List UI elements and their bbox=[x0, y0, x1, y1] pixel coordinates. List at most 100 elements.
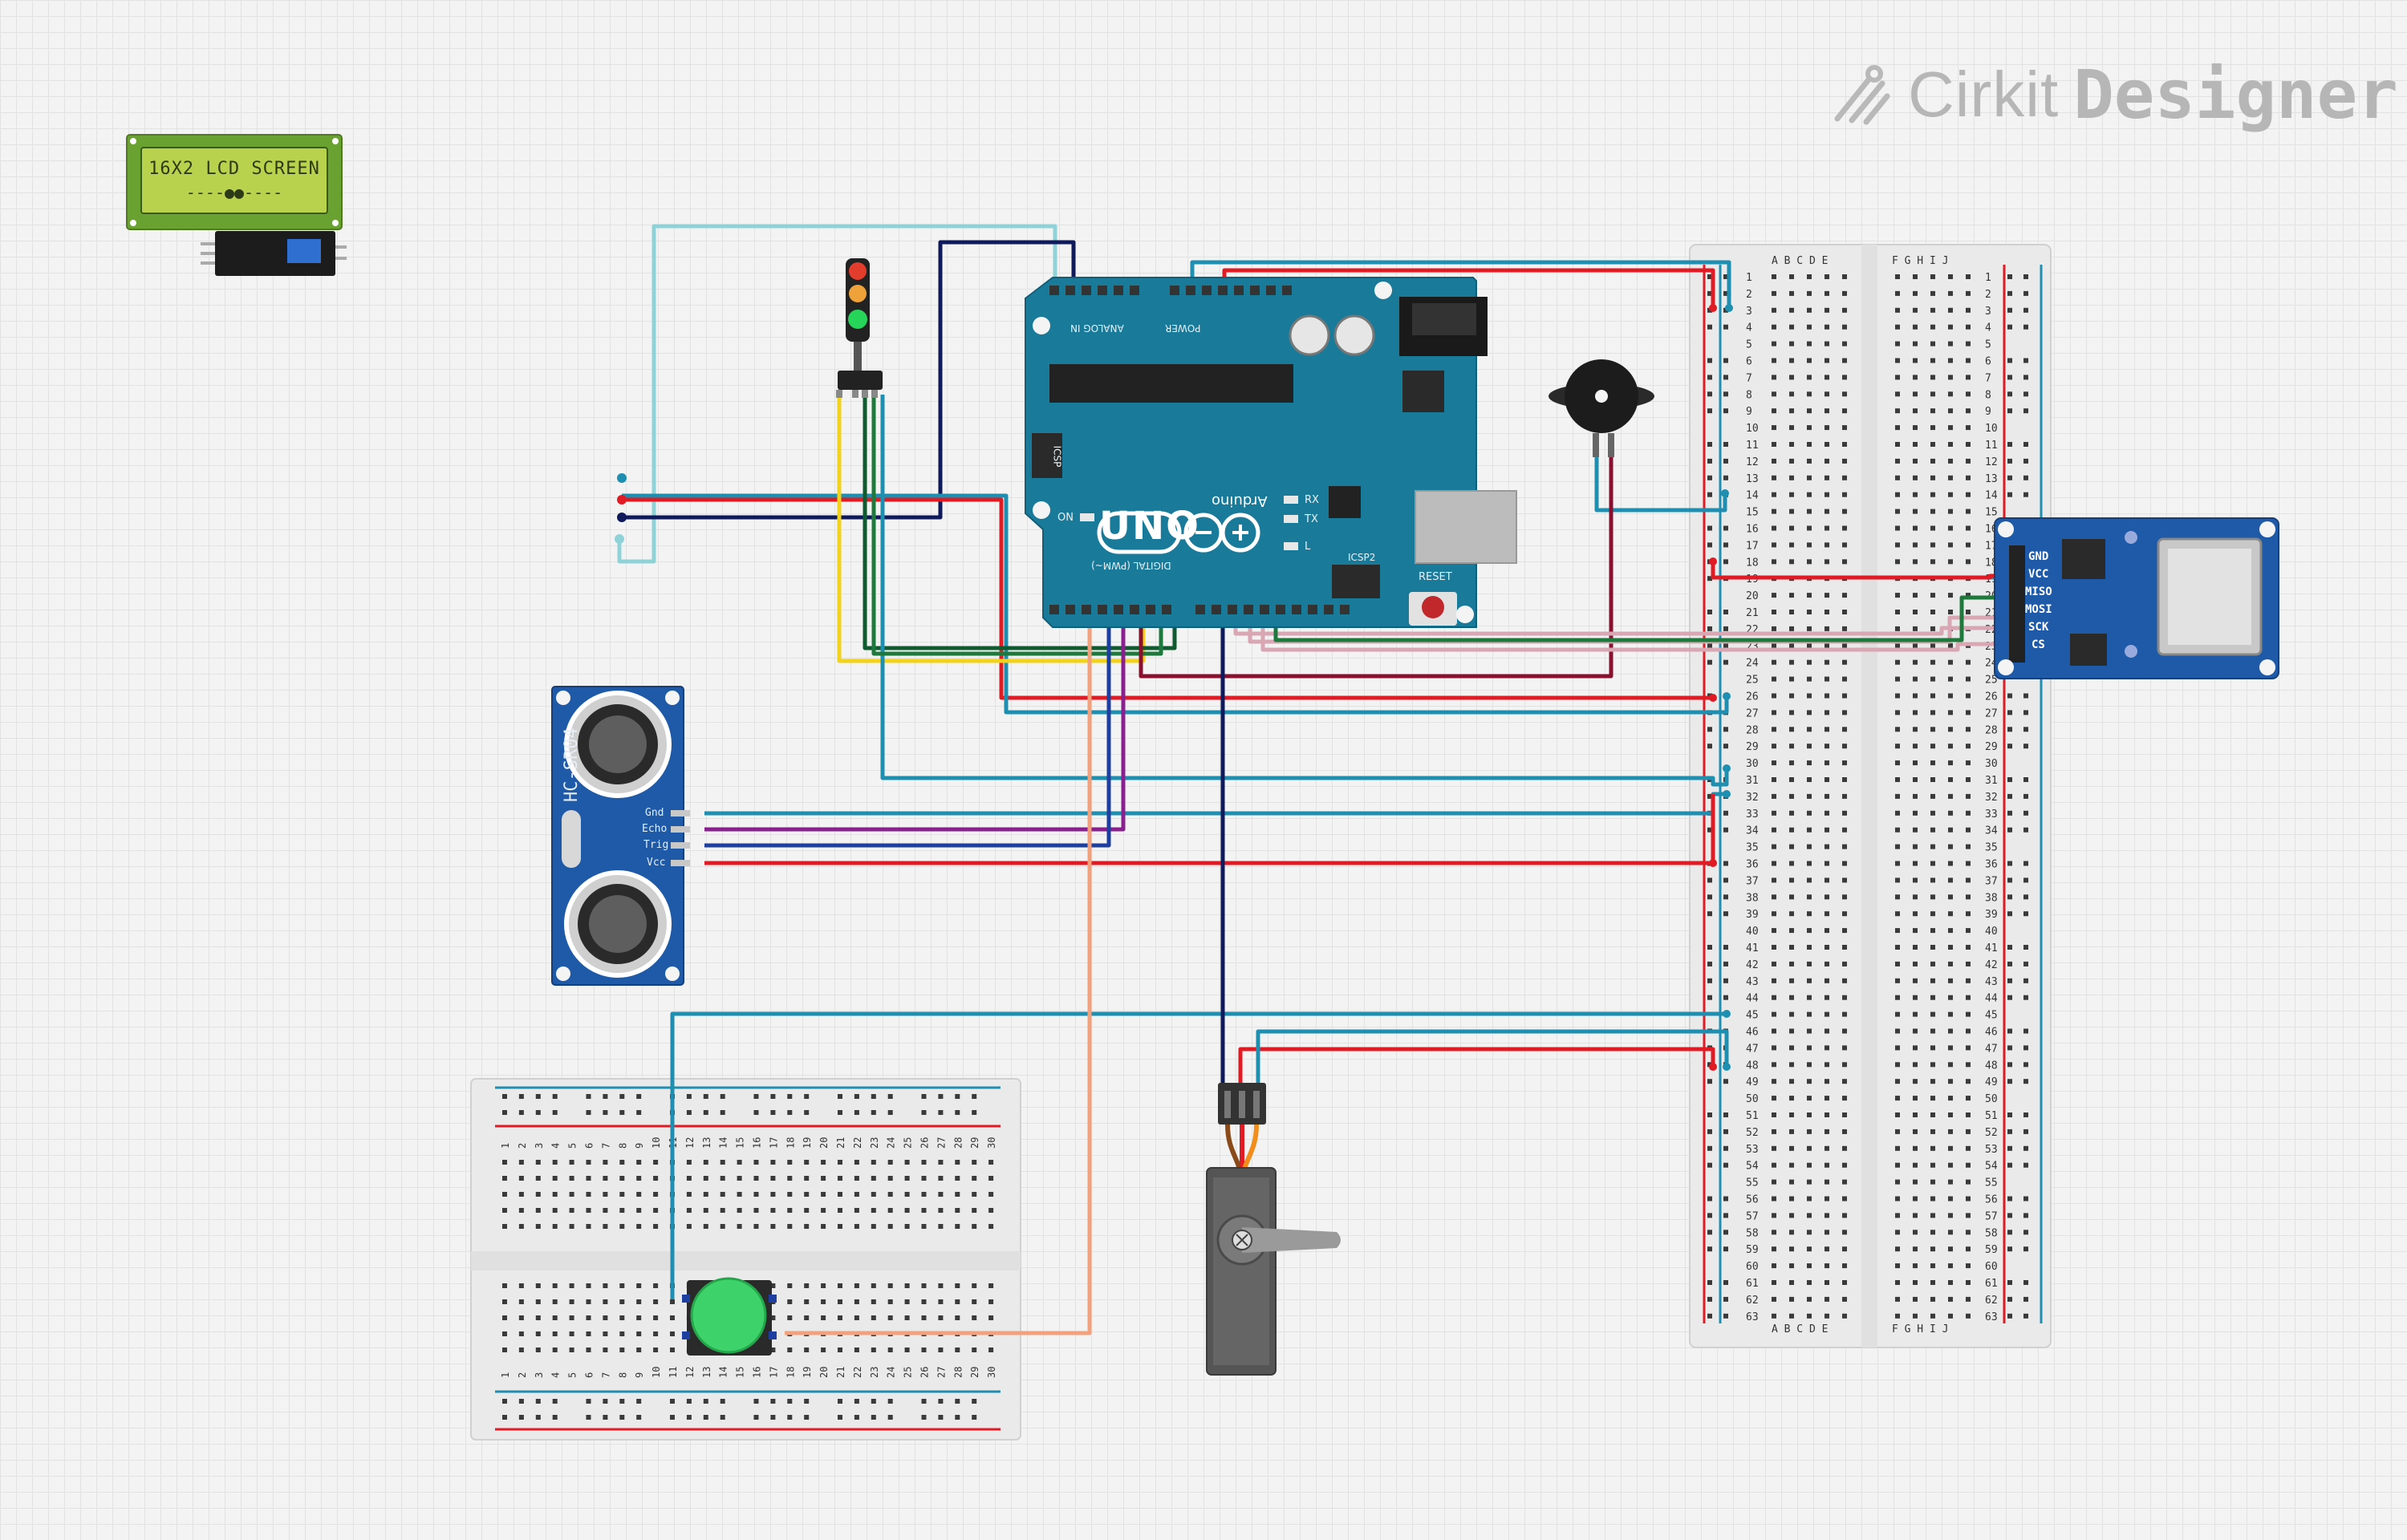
svg-text:9: 9 bbox=[634, 1372, 645, 1378]
sd-pin-cs: CS bbox=[2032, 638, 2045, 651]
svg-text:27: 27 bbox=[1985, 707, 1998, 719]
svg-text:61: 61 bbox=[1746, 1278, 1759, 1290]
svg-text:12: 12 bbox=[1985, 456, 1998, 468]
lcd-line-2: ----●●---- bbox=[185, 183, 283, 202]
svg-text:9: 9 bbox=[1746, 406, 1752, 418]
svg-text:57: 57 bbox=[1746, 1210, 1759, 1222]
svg-text:45: 45 bbox=[1985, 1010, 1998, 1022]
lcd-line-1: 16X2 LCD SCREEN bbox=[148, 159, 320, 179]
svg-text:18: 18 bbox=[785, 1367, 796, 1378]
hc-sr04-sensor[interactable] bbox=[551, 686, 690, 986]
bb-large-letters-top-right: F G H I J bbox=[1892, 255, 1949, 267]
svg-text:26: 26 bbox=[919, 1367, 931, 1378]
svg-text:6: 6 bbox=[584, 1143, 595, 1149]
svg-text:1: 1 bbox=[500, 1143, 511, 1149]
svg-text:58: 58 bbox=[1746, 1227, 1759, 1239]
svg-text:14: 14 bbox=[1746, 490, 1759, 502]
svg-text:15: 15 bbox=[1746, 507, 1759, 519]
svg-text:47: 47 bbox=[1985, 1043, 1998, 1055]
svg-text:59: 59 bbox=[1746, 1244, 1759, 1256]
sd-card-module[interactable] bbox=[1994, 517, 2279, 679]
bb-large-letters-bottom-left: A B C D E bbox=[1772, 1323, 1829, 1335]
svg-text:18: 18 bbox=[785, 1137, 796, 1149]
hc-pin-vcc: Vcc bbox=[647, 857, 666, 869]
icsp-label: ICSP bbox=[1051, 445, 1063, 468]
svg-text:26: 26 bbox=[1985, 691, 1998, 703]
svg-text:3: 3 bbox=[1985, 306, 1991, 318]
svg-text:6: 6 bbox=[584, 1372, 595, 1378]
svg-text:29: 29 bbox=[969, 1137, 980, 1149]
servo-motor[interactable] bbox=[1206, 1083, 1341, 1376]
traffic-light-module[interactable] bbox=[836, 258, 883, 398]
svg-text:12: 12 bbox=[684, 1367, 696, 1378]
push-button[interactable] bbox=[682, 1277, 777, 1356]
svg-text:4: 4 bbox=[550, 1143, 562, 1149]
svg-text:7: 7 bbox=[600, 1372, 611, 1378]
svg-text:8: 8 bbox=[617, 1143, 628, 1149]
svg-text:16: 16 bbox=[752, 1137, 763, 1149]
svg-text:15: 15 bbox=[1985, 507, 1998, 519]
svg-text:24: 24 bbox=[1746, 658, 1759, 670]
svg-text:37: 37 bbox=[1746, 875, 1759, 887]
svg-text:12: 12 bbox=[684, 1137, 696, 1149]
svg-text:23: 23 bbox=[869, 1367, 880, 1378]
svg-text:1: 1 bbox=[1746, 272, 1752, 284]
breadboard-small[interactable]: 1122334455667788991010111112121313141415… bbox=[470, 1078, 1021, 1441]
svg-text:29: 29 bbox=[969, 1367, 980, 1378]
svg-text:13: 13 bbox=[701, 1137, 712, 1149]
svg-text:20: 20 bbox=[818, 1137, 830, 1149]
svg-text:11: 11 bbox=[668, 1367, 679, 1378]
l-label: L bbox=[1305, 541, 1311, 553]
svg-text:27: 27 bbox=[1746, 707, 1759, 719]
svg-text:10: 10 bbox=[1985, 423, 1998, 435]
piezo-buzzer[interactable] bbox=[1549, 359, 1654, 457]
svg-text:13: 13 bbox=[1985, 473, 1998, 485]
svg-text:26: 26 bbox=[919, 1137, 931, 1149]
svg-text:34: 34 bbox=[1985, 825, 1998, 837]
svg-text:25: 25 bbox=[903, 1137, 914, 1149]
svg-text:4: 4 bbox=[1985, 322, 1991, 334]
svg-text:21: 21 bbox=[835, 1137, 846, 1149]
svg-text:30: 30 bbox=[1985, 758, 1998, 770]
svg-text:4: 4 bbox=[1746, 322, 1752, 334]
power-label: POWER bbox=[1165, 322, 1201, 334]
svg-text:9: 9 bbox=[634, 1143, 645, 1149]
sd-pin-vcc: VCC bbox=[2028, 568, 2049, 581]
svg-text:29: 29 bbox=[1985, 741, 1998, 753]
svg-text:38: 38 bbox=[1985, 892, 1998, 904]
svg-text:58: 58 bbox=[1985, 1227, 1998, 1239]
svg-text:8: 8 bbox=[1985, 389, 1991, 401]
svg-text:5: 5 bbox=[567, 1372, 578, 1378]
svg-text:48: 48 bbox=[1746, 1060, 1759, 1072]
svg-text:39: 39 bbox=[1985, 909, 1998, 921]
svg-text:1: 1 bbox=[1985, 272, 1991, 284]
sd-pin-mosi: MOSI bbox=[2025, 603, 2052, 616]
svg-text:43: 43 bbox=[1746, 976, 1759, 988]
svg-text:11: 11 bbox=[1985, 440, 1998, 452]
svg-text:59: 59 bbox=[1985, 1244, 1998, 1256]
svg-text:7: 7 bbox=[600, 1143, 611, 1149]
svg-text:54: 54 bbox=[1746, 1161, 1759, 1173]
svg-text:16: 16 bbox=[1746, 524, 1759, 536]
hc-sr04-model-label: HC-SR04 bbox=[562, 727, 582, 802]
arduino-uno[interactable] bbox=[1025, 277, 1517, 628]
svg-text:24: 24 bbox=[886, 1367, 897, 1378]
svg-text:6: 6 bbox=[1746, 356, 1752, 368]
lcd-module[interactable] bbox=[126, 134, 347, 276]
svg-text:10: 10 bbox=[651, 1137, 662, 1149]
svg-text:26: 26 bbox=[1746, 691, 1759, 703]
hc-pin-trig: Trig bbox=[643, 839, 669, 851]
svg-text:3: 3 bbox=[534, 1143, 545, 1149]
svg-text:38: 38 bbox=[1746, 892, 1759, 904]
svg-text:28: 28 bbox=[952, 1367, 964, 1378]
svg-text:24: 24 bbox=[886, 1137, 897, 1149]
svg-text:52: 52 bbox=[1985, 1127, 1998, 1139]
svg-text:14: 14 bbox=[718, 1137, 729, 1149]
svg-text:2: 2 bbox=[517, 1372, 528, 1378]
svg-text:2: 2 bbox=[1746, 289, 1752, 301]
svg-text:46: 46 bbox=[1985, 1027, 1998, 1039]
arduino-model-label: UNO bbox=[1099, 504, 1200, 549]
svg-text:36: 36 bbox=[1746, 859, 1759, 871]
